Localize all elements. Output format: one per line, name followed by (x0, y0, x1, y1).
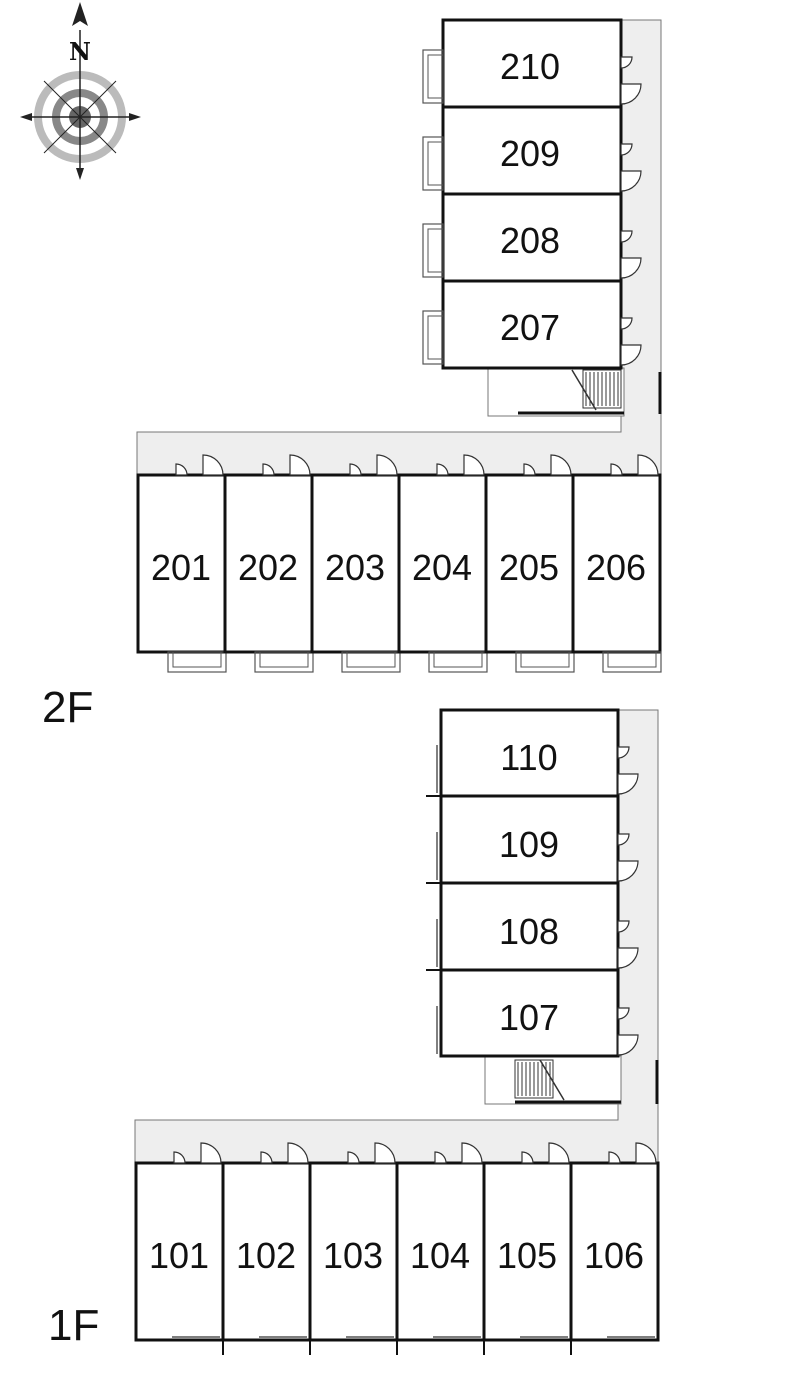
unit-206: 206 (571, 454, 662, 673)
floor-label-2f: 2F (42, 683, 93, 732)
staircase-icon (514, 1059, 565, 1101)
unit-104: 104 (395, 1142, 486, 1355)
unit-label: 205 (499, 547, 559, 588)
unit-label: 101 (149, 1235, 209, 1276)
unit-101: 101 (134, 1142, 225, 1342)
unit-label: 207 (500, 307, 560, 348)
unit-103: 103 (308, 1142, 399, 1355)
unit-209: 209 (422, 105, 642, 196)
floor-1f: 110 109 108 107 (48, 708, 660, 1355)
unit-label: 109 (499, 824, 559, 865)
unit-label: 110 (500, 737, 557, 778)
unit-105: 105 (482, 1142, 573, 1355)
unit-label: 201 (151, 547, 211, 588)
staircase-icon (571, 369, 622, 411)
compass-rose-icon: N (20, 2, 141, 180)
unit-110: 110 (426, 708, 639, 798)
north-label: N (69, 37, 91, 66)
unit-202: 202 (223, 454, 314, 673)
unit-109: 109 (426, 794, 639, 885)
unit-label: 105 (497, 1235, 557, 1276)
unit-204: 204 (397, 454, 488, 673)
unit-102: 102 (221, 1142, 312, 1355)
unit-210: 210 (422, 18, 642, 109)
unit-label: 202 (238, 547, 298, 588)
unit-label: 206 (586, 547, 646, 588)
unit-207: 207 (422, 279, 642, 370)
unit-label: 208 (500, 220, 560, 261)
unit-108: 108 (426, 881, 639, 972)
unit-label: 108 (499, 911, 559, 952)
floor-label-1f: 1F (48, 1301, 99, 1350)
unit-label: 107 (499, 997, 559, 1038)
floor-2f: 210 209 208 207 (42, 18, 662, 732)
unit-205: 205 (484, 454, 575, 673)
unit-label: 102 (236, 1235, 296, 1276)
unit-107: 107 (436, 968, 639, 1058)
unit-201: 201 (136, 454, 227, 673)
unit-label: 209 (500, 133, 560, 174)
unit-203: 203 (310, 454, 401, 673)
unit-label: 103 (323, 1235, 383, 1276)
unit-106: 106 (569, 1142, 660, 1355)
unit-label: 210 (500, 46, 560, 87)
unit-label: 204 (412, 547, 472, 588)
unit-label: 203 (325, 547, 385, 588)
unit-208: 208 (422, 192, 642, 283)
unit-label: 106 (584, 1235, 644, 1276)
unit-label: 104 (410, 1235, 470, 1276)
